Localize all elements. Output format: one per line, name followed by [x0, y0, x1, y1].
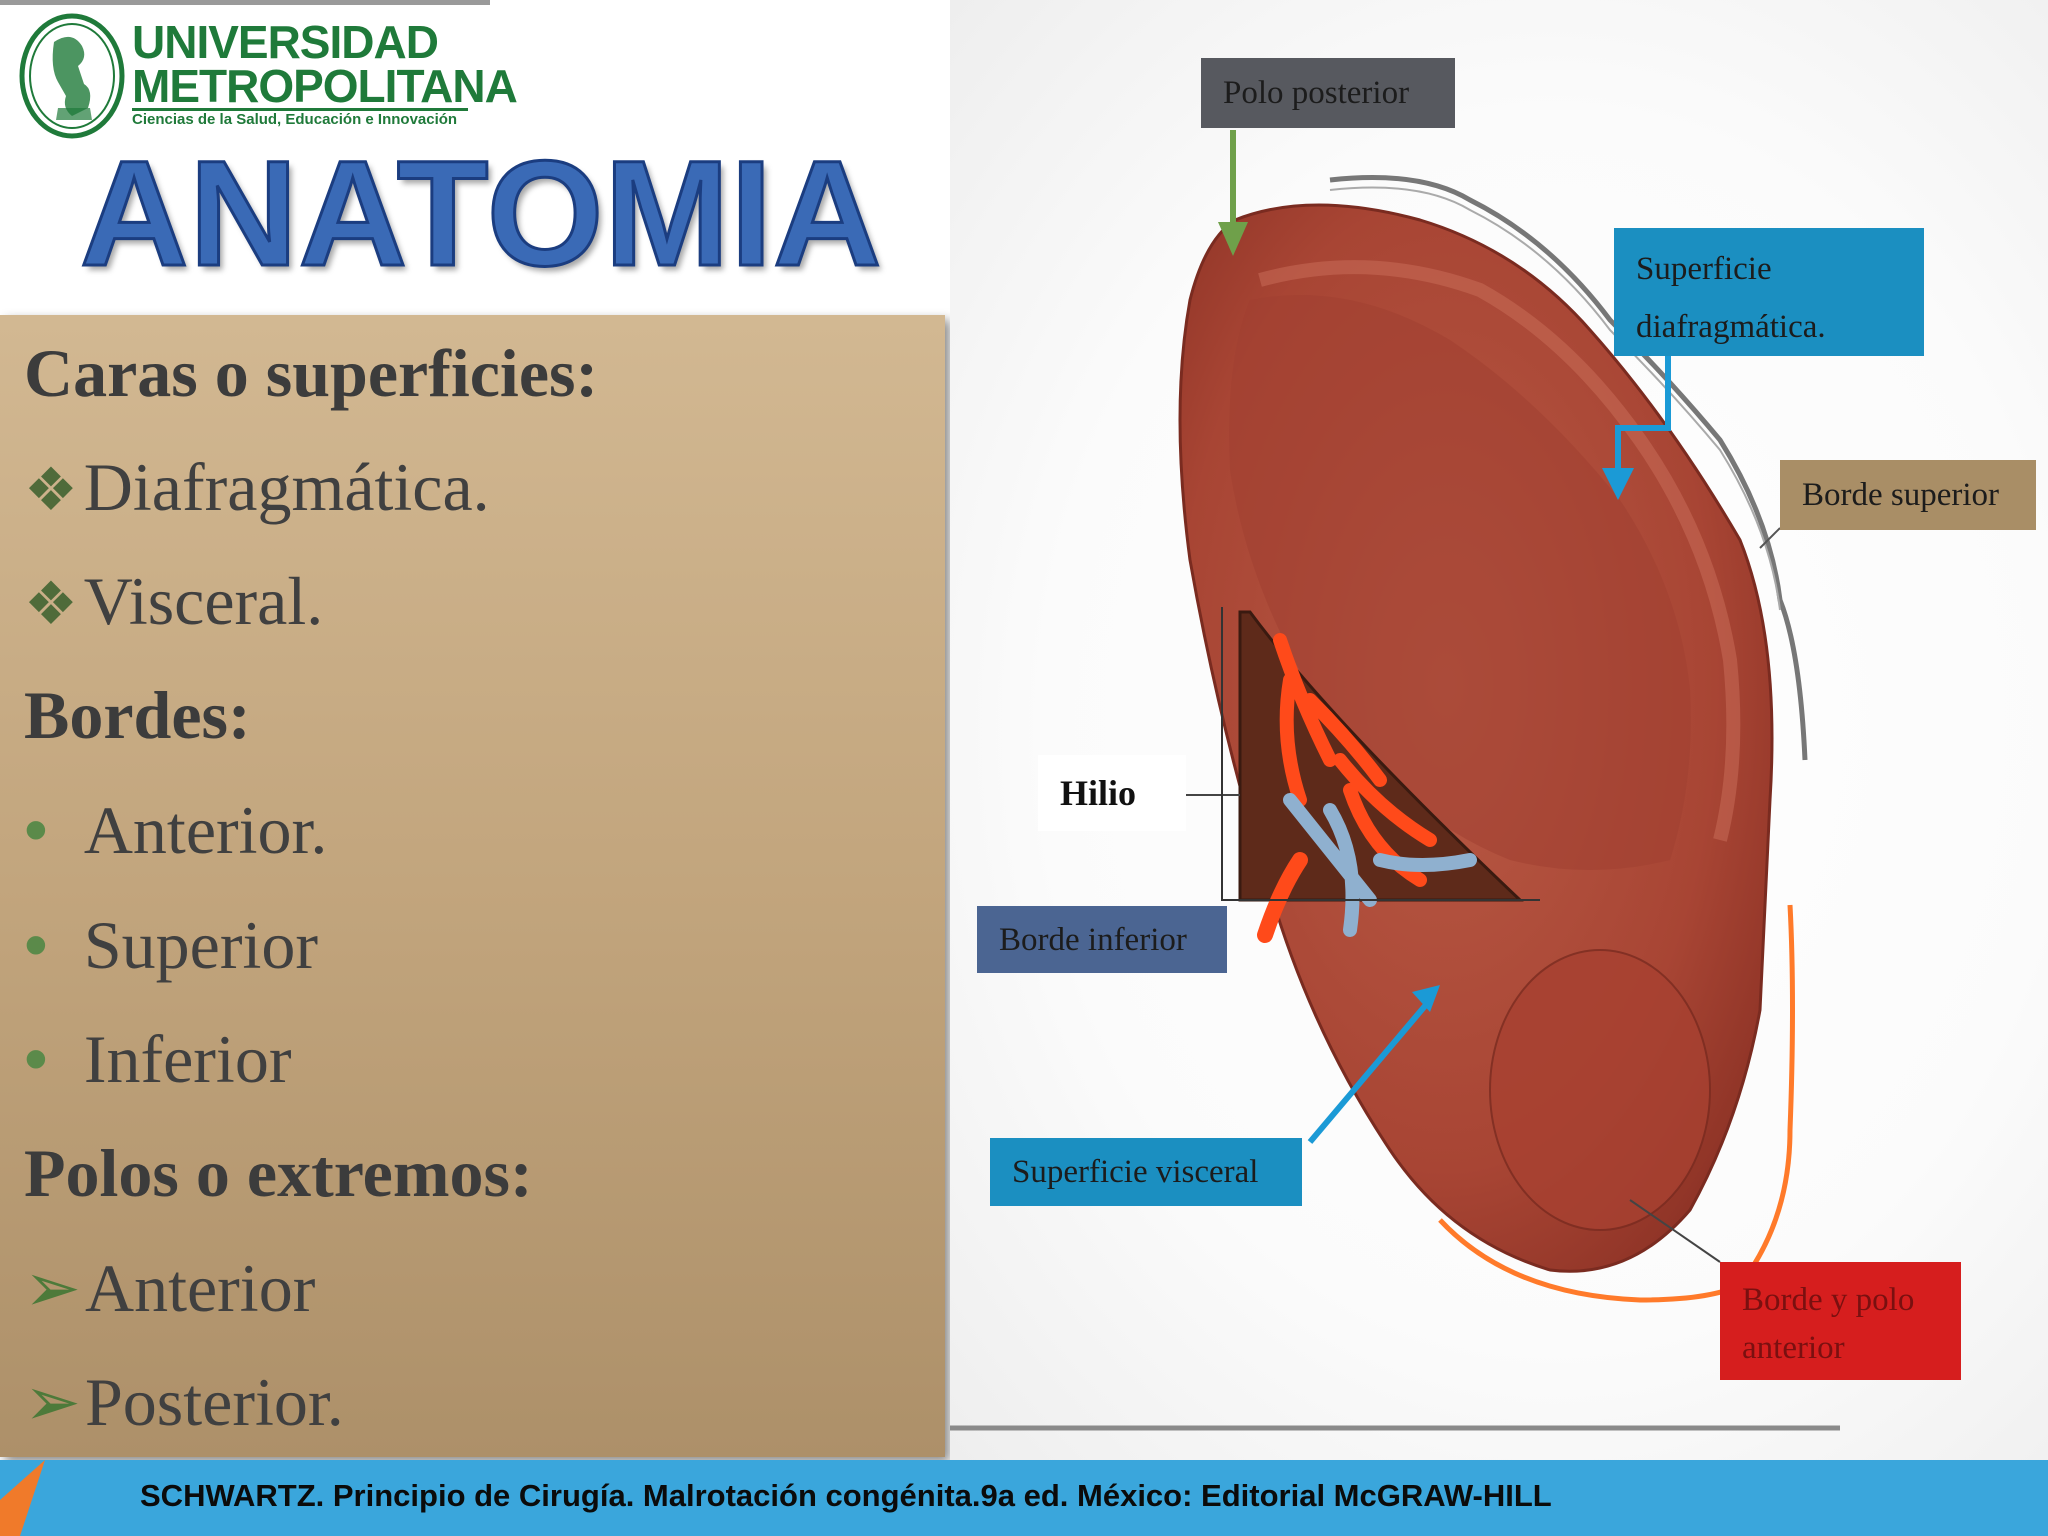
logo-divider [132, 108, 468, 111]
list-item: •Superior [24, 907, 318, 983]
dot-bullet-icon: • [24, 1021, 48, 1097]
dot-bullet-icon: • [24, 907, 48, 983]
content-panel: Caras o superficies: ❖Diafragmática. ❖Vi… [0, 315, 945, 1457]
diamond-bullet-icon: ❖ [24, 457, 78, 523]
list-item: •Anterior. [24, 792, 328, 868]
arrowhead-bullet-icon: ➢ [24, 1364, 81, 1440]
university-emblem-icon [18, 12, 126, 140]
logo-university-line: UNIVERSIDAD [132, 16, 439, 68]
list-item: •Inferior [24, 1021, 292, 1097]
spleen-illustration [950, 130, 1840, 1431]
logo-tagline: Ciencias de la Salud, Educación e Innova… [132, 111, 458, 128]
slide-title: ANATOMIA [78, 129, 883, 297]
footer-orange-corner [0, 1460, 80, 1536]
list-item: ❖Visceral. [24, 563, 324, 639]
label-borde-inferior: Borde inferior [977, 906, 1227, 973]
heading-caras: Caras o superficies: [24, 335, 599, 411]
label-borde-superior: Borde superior [1780, 460, 2036, 530]
footer-bar [0, 1460, 2048, 1536]
dot-bullet-icon: • [24, 792, 48, 868]
arrowhead-bullet-icon: ➢ [24, 1250, 81, 1326]
label-polo-posterior: Polo posterior [1201, 58, 1455, 128]
heading-polos: Polos o extremos: [24, 1135, 533, 1211]
heading-bordes: Bordes: [24, 677, 251, 753]
list-item: ➢Posterior. [24, 1364, 344, 1440]
list-item: ❖Diafragmática. [24, 449, 490, 525]
diamond-bullet-icon: ❖ [24, 571, 78, 637]
label-superficie-visceral: Superficie visceral [990, 1138, 1302, 1206]
footer-citation: SCHWARTZ. Principio de Cirugía. Malrotac… [140, 1478, 1552, 1513]
list-item: ➢Anterior [24, 1250, 316, 1326]
logo-metropolitana-line: METROPOLITANA [132, 60, 518, 112]
logo-top-bar [0, 0, 490, 5]
label-hilio: Hilio [1038, 755, 1186, 831]
